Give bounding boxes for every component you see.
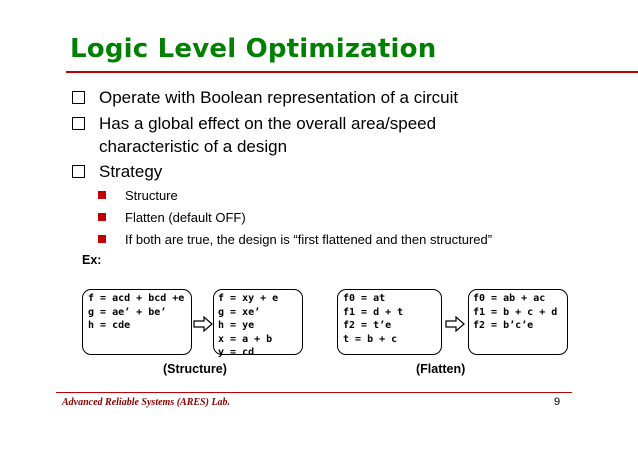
- flatten-before-code: f0 = at f1 = d + t f2 = t’e t = b + c: [343, 292, 403, 346]
- bullet-2-continued-text: characteristic of a design: [99, 137, 288, 156]
- slide-title: Logic Level Optimization: [70, 34, 437, 64]
- square-bullet-icon: [98, 191, 106, 199]
- equation: f0 = ab + ac: [473, 293, 546, 304]
- equation: x = a + b: [218, 333, 273, 345]
- right-arrow-icon: [193, 316, 213, 332]
- equation: f1 = d + t: [343, 306, 404, 318]
- checkbox-bullet-icon: [72, 165, 85, 178]
- equation: g = ae’ + be’: [88, 306, 167, 318]
- equation: f = xy + e: [218, 293, 279, 304]
- right-arrow-icon: [445, 316, 465, 332]
- square-bullet-icon: [98, 213, 106, 221]
- structure-after-code: f = xy + e g = xe’ h = ye x = a + b y = cd: [218, 292, 278, 360]
- equation: f1 = b + c + d: [473, 306, 558, 318]
- footer-lab-name: Advanced Reliable Systems (ARES) Lab.: [62, 397, 231, 408]
- page-number: 9: [554, 396, 561, 408]
- flatten-before-box: [337, 289, 442, 355]
- equation: h = ye: [218, 320, 255, 331]
- equation: h = cde: [88, 320, 131, 331]
- sub-bullet-1-text: Structure: [125, 188, 178, 203]
- title-rule: [66, 71, 638, 73]
- square-bullet-icon: [98, 235, 106, 243]
- equation: g = xe’: [218, 306, 261, 318]
- flatten-caption: (Flatten): [416, 362, 466, 376]
- equation: f = acd + bcd +e: [88, 293, 185, 304]
- structure-after-box: [213, 289, 303, 355]
- structure-before-code: f = acd + bcd +e g = ae’ + be’ h = cde: [88, 292, 184, 333]
- checkbox-bullet-icon: [72, 91, 85, 104]
- sub-bullet-3-text: If both are true, the design is “first f…: [125, 232, 493, 247]
- footer-rule: [56, 392, 572, 393]
- equation: f2 = b’c’e: [473, 320, 534, 331]
- bullet-1-text: Operate with Boolean representation of a…: [99, 88, 459, 107]
- structure-caption: (Structure): [163, 362, 227, 376]
- example-label: Ex:: [82, 253, 102, 267]
- sub-bullet-2-text: Flatten (default OFF): [125, 210, 246, 225]
- structure-before-box: [82, 289, 192, 355]
- flatten-after-box: [468, 289, 568, 355]
- equation: t = b + c: [343, 333, 398, 345]
- equation: f2 = t’e: [343, 320, 392, 331]
- bullet-2-text: Has a global effect on the overall area/…: [99, 114, 437, 133]
- equation: f0 = at: [343, 293, 386, 304]
- bullet-3-text: Strategy: [99, 162, 163, 181]
- flatten-after-code: f0 = ab + ac f1 = b + c + d f2 = b’c’e: [473, 292, 557, 333]
- equation: y = cd: [218, 347, 255, 358]
- checkbox-bullet-icon: [72, 117, 85, 130]
